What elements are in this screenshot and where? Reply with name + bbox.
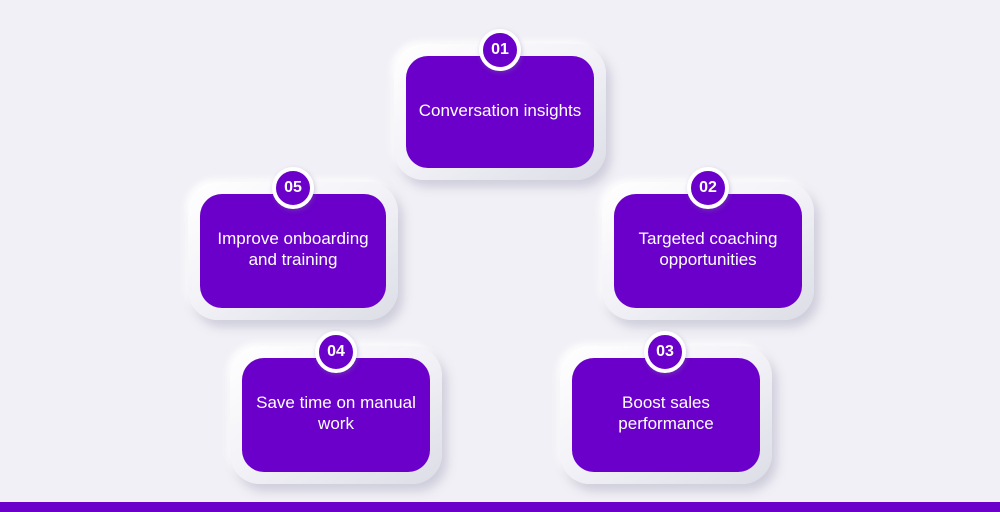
step-card-03: Boost sales performance: [560, 346, 772, 484]
step-label-04: Save time on manual work: [256, 393, 416, 433]
step-badge-04: 04: [315, 331, 357, 373]
step-label-01: Conversation insights: [418, 100, 582, 120]
step-label-03: Boost sales performance: [618, 393, 714, 433]
step-badge-05: 05: [272, 167, 314, 209]
step-card-01-body: Conversation insights: [406, 56, 594, 168]
step-badge-01: 01: [479, 29, 521, 71]
step-label-02: Targeted coaching opportunities: [638, 229, 778, 269]
step-card-05-body: Improve onboarding and training: [200, 194, 386, 308]
step-badge-02: 02: [687, 167, 729, 209]
step-card-02-body: Targeted coaching opportunities: [614, 194, 802, 308]
step-card-04-body: Save time on manual work: [242, 358, 430, 472]
step-card-04: Save time on manual work: [230, 346, 442, 484]
step-badge-03: 03: [644, 331, 686, 373]
step-label-05: Improve onboarding and training: [217, 229, 369, 269]
step-card-03-body: Boost sales performance: [572, 358, 760, 472]
footer-bar: [0, 502, 1000, 512]
